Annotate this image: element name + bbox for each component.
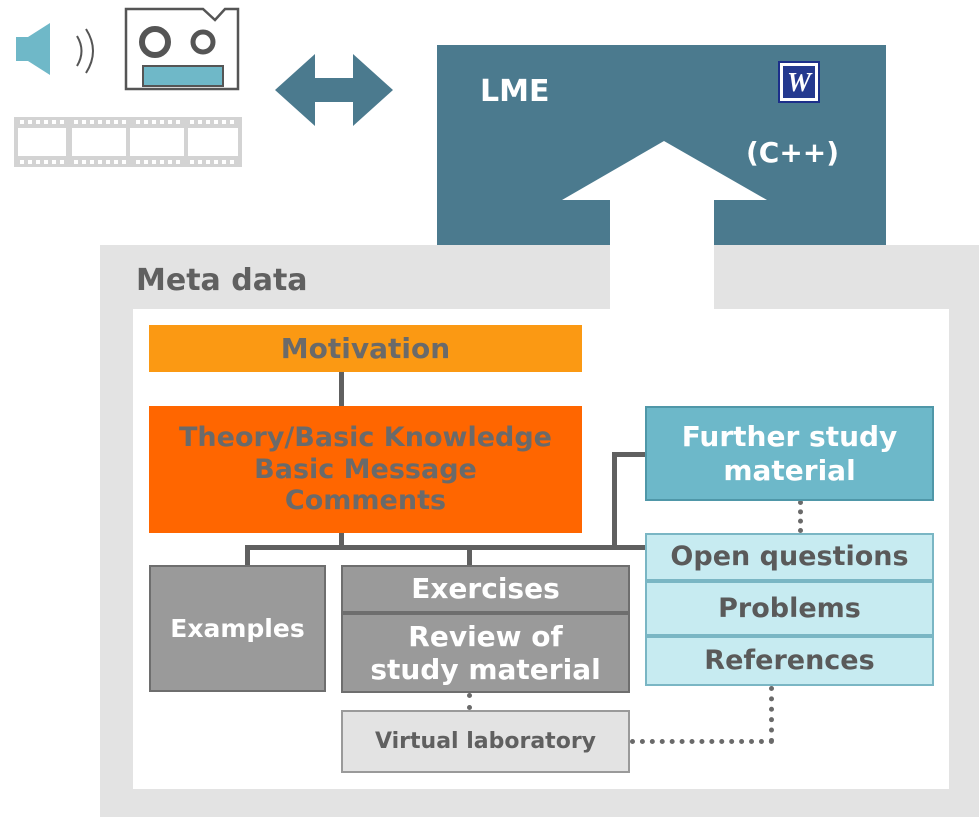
open-questions-box: Open questions bbox=[645, 533, 934, 581]
examples-box: Examples bbox=[149, 565, 326, 692]
theory-line-2: Basic Message bbox=[254, 453, 477, 485]
review-line-1: Review of bbox=[408, 619, 563, 653]
review-box: Review of study material bbox=[341, 613, 630, 693]
motivation-box: Motivation bbox=[149, 325, 582, 372]
theory-bus-connector bbox=[339, 532, 344, 548]
exercises-drop-line bbox=[467, 545, 472, 565]
up-arrow-icon bbox=[562, 141, 767, 310]
bidirectional-arrow-icon bbox=[275, 54, 393, 126]
lme-title: LME bbox=[480, 74, 550, 109]
further-study-line-1: Further study bbox=[681, 420, 898, 454]
problems-box: Problems bbox=[645, 581, 934, 636]
further-open-dotted-link bbox=[798, 500, 803, 533]
further-study-vertical-line bbox=[612, 453, 617, 548]
further-study-line-2: material bbox=[723, 453, 856, 487]
word-document-icon: W bbox=[778, 61, 820, 103]
references-lab-dotted-link bbox=[769, 686, 774, 743]
film-strip-icon bbox=[14, 117, 242, 167]
further-study-horizontal-line bbox=[612, 452, 647, 457]
sound-waves-icon bbox=[76, 28, 94, 74]
examples-drop-line bbox=[245, 545, 250, 565]
word-logo-letter: W bbox=[783, 66, 815, 98]
virtual-laboratory-box: Virtual laboratory bbox=[341, 710, 630, 773]
theory-box: Theory/Basic Knowledge Basic Message Com… bbox=[149, 406, 582, 533]
exercises-box: Exercises bbox=[341, 565, 630, 613]
theory-line-3: Comments bbox=[284, 485, 447, 517]
lme-language: (C++) bbox=[746, 136, 840, 169]
bus-horizontal-line bbox=[245, 545, 648, 550]
motivation-theory-connector bbox=[339, 372, 344, 406]
review-line-2: study material bbox=[370, 653, 601, 686]
references-box: References bbox=[645, 636, 934, 686]
cassette-icon bbox=[124, 7, 240, 91]
further-study-box: Further study material bbox=[645, 406, 934, 501]
meta-data-label: Meta data bbox=[136, 263, 308, 298]
review-lab-dotted-link bbox=[467, 693, 472, 710]
theory-line-1: Theory/Basic Knowledge bbox=[179, 421, 552, 453]
lab-references-dotted-link bbox=[630, 739, 774, 744]
speaker-icon bbox=[16, 23, 50, 75]
